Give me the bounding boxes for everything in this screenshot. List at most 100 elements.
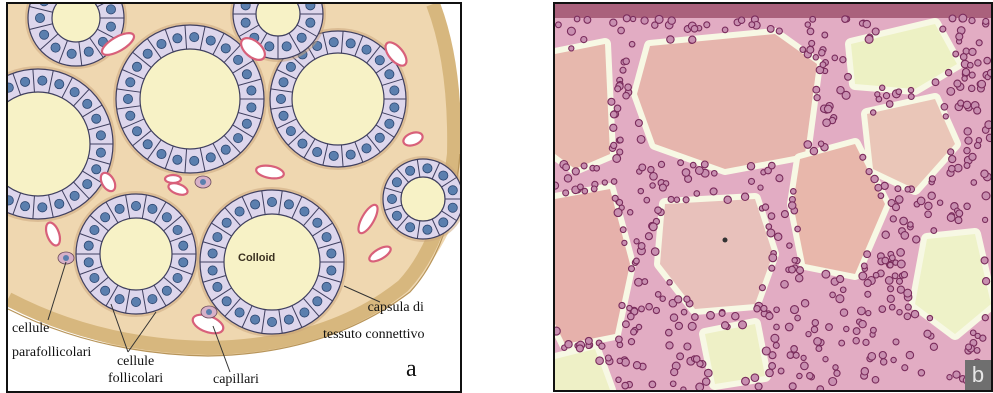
cell-nucleus xyxy=(581,163,587,169)
cell-nucleus xyxy=(636,324,641,329)
cell-nucleus xyxy=(833,365,838,370)
cell-nucleus xyxy=(965,137,972,144)
nucleus xyxy=(55,199,64,208)
nucleus xyxy=(279,78,288,87)
nucleus xyxy=(38,76,47,85)
cell-nucleus xyxy=(964,128,971,135)
cell-nucleus xyxy=(623,321,630,328)
cell-nucleus xyxy=(985,121,991,129)
cell-nucleus xyxy=(820,62,826,68)
cell-nucleus xyxy=(719,310,725,316)
cell-nucleus xyxy=(964,147,970,153)
cell-nucleus xyxy=(655,292,661,298)
nucleus xyxy=(38,203,47,212)
nucleus xyxy=(115,204,124,213)
cell-nucleus xyxy=(947,375,952,380)
nucleus xyxy=(242,70,251,79)
cell-nucleus xyxy=(633,362,640,369)
nucleus xyxy=(131,201,140,210)
cell-nucleus xyxy=(766,312,773,319)
cell-nucleus xyxy=(982,315,988,321)
cell-nucleus xyxy=(690,162,696,168)
cell-nucleus xyxy=(891,357,896,362)
nucleus xyxy=(235,207,244,216)
cell-nucleus xyxy=(873,272,879,278)
cell-nucleus xyxy=(759,285,765,291)
nucleus xyxy=(375,56,384,65)
cell-nucleus xyxy=(623,15,630,22)
cell-nucleus xyxy=(629,41,635,47)
nucleus xyxy=(106,5,115,14)
cell-nucleus xyxy=(641,17,648,24)
cell-nucleus xyxy=(650,183,655,188)
nucleus xyxy=(208,266,217,275)
cell-nucleus xyxy=(677,353,684,360)
cell-nucleus xyxy=(635,278,643,286)
cell-nucleus xyxy=(637,136,645,144)
cell-nucleus xyxy=(617,137,623,143)
cell-nucleus xyxy=(943,114,948,119)
cell-nucleus xyxy=(767,229,775,237)
nucleus xyxy=(106,22,115,31)
nucleus xyxy=(265,42,274,51)
nucleus xyxy=(206,153,215,162)
cell-nucleus xyxy=(616,377,621,382)
nucleus xyxy=(423,225,432,234)
cell-nucleus xyxy=(932,79,939,86)
cell-nucleus xyxy=(840,57,846,63)
nucleus xyxy=(362,144,371,153)
cell-nucleus xyxy=(906,351,913,358)
cell-nucleus xyxy=(882,231,889,238)
nucleus xyxy=(448,203,457,212)
cell-nucleus xyxy=(642,279,648,285)
cell-nucleus xyxy=(747,163,754,170)
cell-nucleus xyxy=(631,16,636,21)
cell-nucleus xyxy=(925,202,932,209)
nucleus xyxy=(387,194,396,203)
colloid xyxy=(140,49,240,149)
cell-nucleus xyxy=(722,27,728,33)
cell-nucleus xyxy=(591,186,597,192)
cell-nucleus xyxy=(555,327,560,335)
cell-nucleus xyxy=(712,171,718,177)
cell-nucleus xyxy=(596,357,604,365)
cell-nucleus xyxy=(830,292,836,298)
cell-nucleus xyxy=(892,273,898,279)
nucleus xyxy=(84,47,93,56)
nucleus xyxy=(439,218,448,227)
label-parafollicular-cells: cellule parafollicolari xyxy=(12,320,91,361)
cell-nucleus xyxy=(668,196,674,202)
cell-nucleus xyxy=(901,272,907,278)
cell-nucleus xyxy=(694,191,700,197)
cell-nucleus xyxy=(599,343,605,349)
cell-nucleus xyxy=(969,72,975,78)
nucleus xyxy=(162,213,171,222)
nucleus xyxy=(213,232,222,241)
cell-nucleus xyxy=(812,320,818,326)
nucleus xyxy=(84,241,93,250)
cell-nucleus xyxy=(807,373,813,379)
cell-nucleus xyxy=(602,180,607,185)
cell-nucleus xyxy=(578,184,584,190)
cell-nucleus xyxy=(622,358,630,366)
cell-nucleus xyxy=(789,383,796,390)
nucleus xyxy=(115,295,124,304)
cell-nucleus xyxy=(585,337,592,344)
cell-nucleus xyxy=(953,51,959,57)
cell-nucleus xyxy=(732,313,739,320)
cell-nucleus xyxy=(692,314,699,321)
capillary xyxy=(165,175,181,183)
cell-nucleus xyxy=(631,329,637,335)
label-capsule: capsula di tessuto connettivo xyxy=(345,299,425,343)
cell-nucleus xyxy=(787,243,792,248)
label-follicular-cells: cellule follicolari xyxy=(108,353,163,387)
nucleus xyxy=(179,241,188,250)
cell-nucleus xyxy=(608,98,615,105)
cell-nucleus xyxy=(940,26,946,32)
cell-nucleus xyxy=(614,209,622,217)
cell-nucleus xyxy=(622,240,627,245)
nucleus xyxy=(70,191,79,200)
cell-nucleus xyxy=(817,386,824,390)
cell-nucleus xyxy=(565,341,572,348)
nucleus xyxy=(206,36,215,45)
